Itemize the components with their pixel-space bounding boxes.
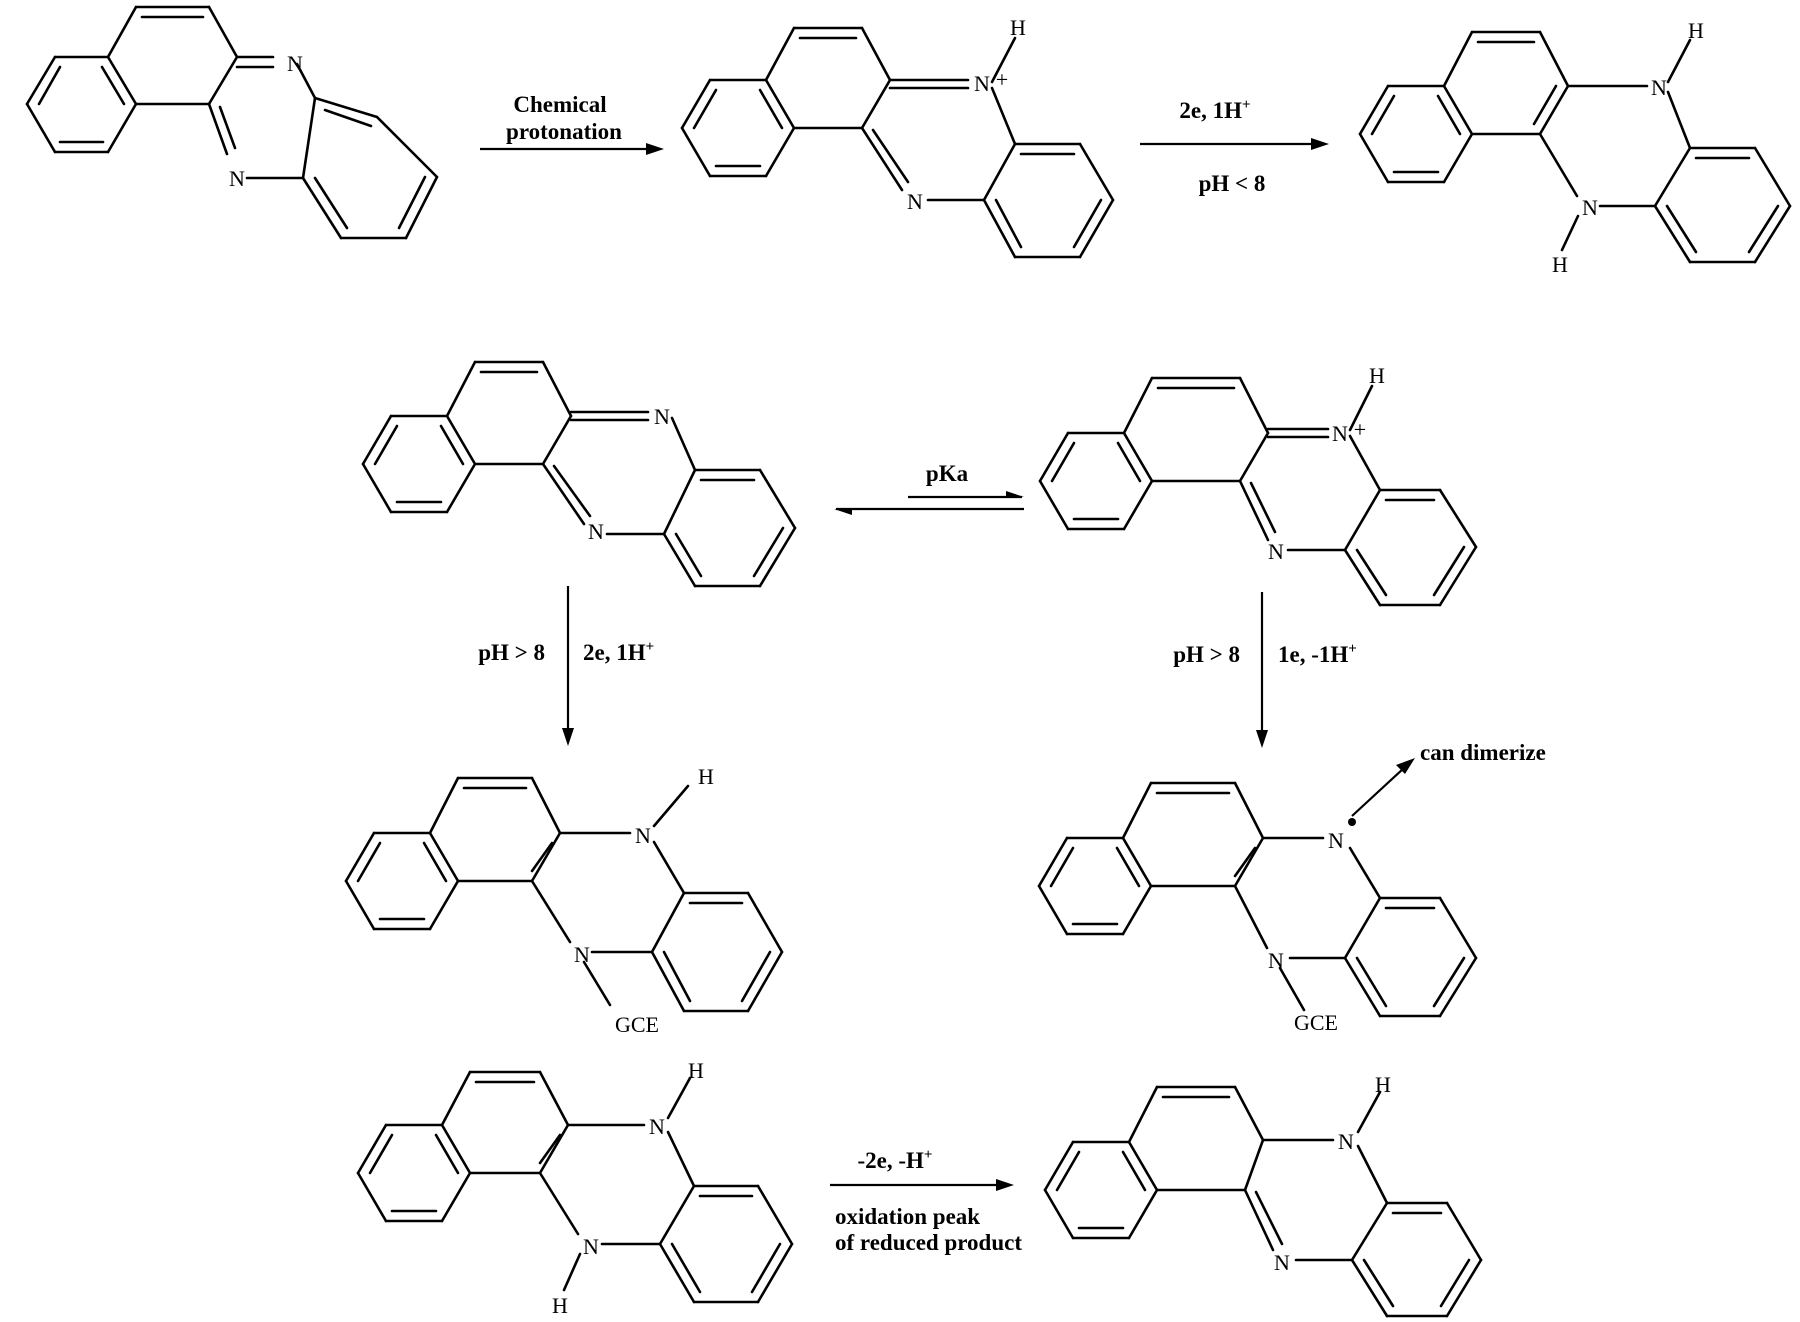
atom-n: N (974, 71, 990, 96)
label-left-reduction: 2e, 1H+ (583, 639, 654, 665)
atom-n: N (588, 519, 604, 544)
atom-h: H (1375, 1072, 1391, 1097)
arrow-head (834, 509, 852, 515)
molecule-benzophenazine-1 (25, 5, 439, 240)
label-gce: GCE (1294, 1010, 1338, 1035)
atom-n: N (635, 823, 651, 848)
label-reduction-top: 2e, 1H+ (1179, 97, 1250, 123)
label-reduced-product: of reduced product (835, 1230, 1022, 1255)
atom-n: N (574, 942, 590, 967)
atom-n: N (1338, 1129, 1354, 1154)
molecule-gce-radical-right (1037, 781, 1478, 1018)
molecule-protonated-2 (1038, 376, 1478, 607)
atom-n: N (649, 1114, 665, 1139)
atom-n: N (229, 166, 245, 191)
molecule-dihydro-2 (356, 1070, 794, 1304)
atom-n: N (1332, 421, 1348, 446)
atom-plus: + (1354, 417, 1366, 442)
atom-n: N (1268, 948, 1284, 973)
label-oxidation-top: -2e, -H+ (858, 1147, 933, 1173)
atom-n: N (287, 51, 303, 76)
atom-h: H (1688, 18, 1704, 43)
label-gce: GCE (615, 1012, 659, 1037)
atom-h: H (552, 1293, 568, 1318)
atom-n: N (1651, 75, 1667, 100)
label-pka: pKa (926, 461, 969, 486)
molecule-gce-adduct-left (344, 776, 784, 1013)
atom-n: N (583, 1234, 599, 1259)
label-ph-below-8: pH < 8 (1199, 171, 1266, 196)
atom-h: H (698, 764, 714, 789)
molecule-benzophenazine-2 (361, 360, 797, 588)
atom-n: N (1328, 828, 1344, 853)
molecule-dihydro-1 (1358, 30, 1792, 264)
atom-plus: + (996, 67, 1008, 92)
label-chemical: Chemical (513, 92, 606, 117)
arrow-head (996, 1179, 1014, 1191)
arrow-head (562, 728, 574, 746)
atom-h: H (1010, 15, 1026, 40)
atom-n: N (1274, 1250, 1290, 1275)
label-can-dimerize: can dimerize (1420, 740, 1546, 765)
label-right-reduction: 1e, -1H+ (1278, 641, 1357, 667)
arrow-head (1006, 491, 1024, 497)
label-oxidation-peak: oxidation peak (835, 1204, 980, 1229)
atom-n: N (1268, 539, 1284, 564)
atom-n: N (1582, 195, 1598, 220)
atom-h: H (688, 1058, 704, 1083)
arrow-head (1311, 138, 1329, 150)
label-right-ph-above-8: pH > 8 (1173, 642, 1240, 667)
atom-n: N (907, 189, 923, 214)
arrow-head (646, 143, 664, 155)
arrow-dimerize (1351, 767, 1405, 817)
molecule-oxidized-product (1043, 1085, 1483, 1318)
arrow-head (1396, 758, 1415, 774)
atom-h: H (1369, 363, 1385, 388)
molecule-protonated-1 (680, 26, 1115, 259)
label-protonation: protonation (506, 119, 622, 144)
atom-n: N (654, 404, 670, 429)
label-left-ph-above-8: pH > 8 (478, 640, 545, 665)
arrow-head (1256, 730, 1268, 748)
radical-dot (1348, 818, 1356, 826)
atom-h: H (1552, 252, 1568, 277)
